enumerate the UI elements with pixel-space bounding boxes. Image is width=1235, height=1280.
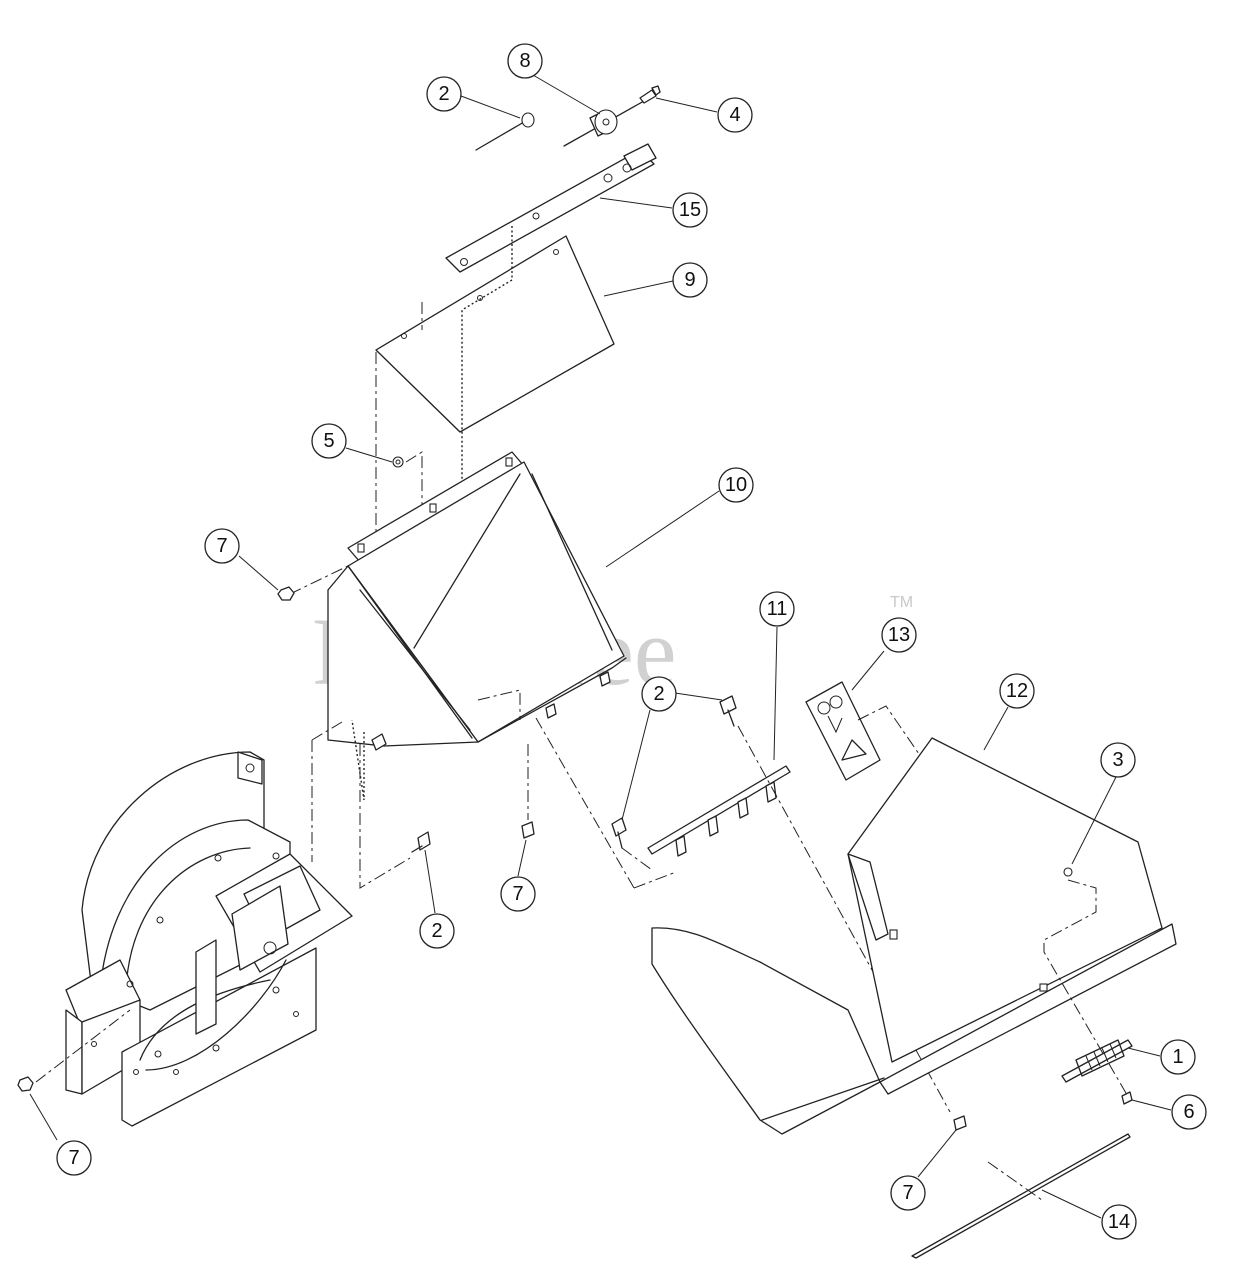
bolt-mid-part <box>411 831 431 853</box>
screw-3-part <box>1063 867 1073 877</box>
callout-7-lower-left: 7 <box>56 1140 92 1176</box>
top-screw-part <box>639 85 661 104</box>
svg-text:2: 2 <box>431 920 442 942</box>
nut-7-lower-left-part <box>17 1076 34 1092</box>
nut-7-lower-right-part <box>953 1115 967 1131</box>
nut-7-upper-part <box>277 586 295 601</box>
spring-pin-part <box>1061 1039 1133 1083</box>
svg-text:2: 2 <box>438 83 449 105</box>
fan-housing-part <box>65 751 353 1127</box>
svg-text:7: 7 <box>216 535 227 557</box>
deflector-plate-part <box>375 235 615 433</box>
svg-text:13: 13 <box>888 624 910 646</box>
svg-text:14: 14 <box>1108 1211 1130 1233</box>
svg-text:4: 4 <box>729 104 740 126</box>
callout-3: 3 <box>1100 742 1136 778</box>
flap-blade-part <box>911 1133 1131 1259</box>
callout-15: 15 <box>672 192 708 228</box>
svg-text:12: 12 <box>1006 680 1028 702</box>
callout-1: 1 <box>1160 1039 1196 1075</box>
svg-text:1: 1 <box>1172 1046 1183 1068</box>
nut-5-part <box>392 456 404 468</box>
callout-5: 5 <box>311 423 347 459</box>
bolt-right-a-part <box>611 817 627 849</box>
svg-text:10: 10 <box>725 474 747 496</box>
callout-12: 12 <box>999 673 1035 709</box>
svg-text:9: 9 <box>684 269 695 291</box>
callout-8: 8 <box>507 43 543 79</box>
svg-text:8: 8 <box>519 50 530 72</box>
svg-text:5: 5 <box>323 430 334 452</box>
callout-2-top: 2 <box>426 76 462 112</box>
stud-bar-part <box>647 765 791 857</box>
bolt-right-b-part <box>719 695 737 727</box>
callout-9: 9 <box>672 262 708 298</box>
svg-text:6: 6 <box>1183 1101 1194 1123</box>
callout-11: 11 <box>759 591 795 627</box>
svg-text:2: 2 <box>653 683 664 705</box>
svg-text:7: 7 <box>68 1147 79 1169</box>
warning-decal-part <box>805 681 881 781</box>
svg-text:11: 11 <box>767 598 788 620</box>
nut-6-part <box>1121 1091 1133 1105</box>
callout-2-right: 2 <box>641 676 677 712</box>
chute-body-part <box>651 737 1177 1135</box>
callout-7-lower-right: 7 <box>890 1175 926 1211</box>
callout-4: 4 <box>717 97 753 133</box>
callout-10: 10 <box>718 467 754 503</box>
callout-14: 14 <box>1101 1204 1137 1240</box>
callout-2-lower: 2 <box>419 913 455 949</box>
svg-text:7: 7 <box>512 883 523 905</box>
watermark-trademark: TM <box>890 594 913 611</box>
callout-7-upper: 7 <box>204 528 240 564</box>
callout-13: 13 <box>881 617 917 653</box>
chute-housing-part <box>327 451 627 751</box>
top-bolt-part <box>475 112 535 151</box>
deflector-rod-part <box>445 143 657 273</box>
svg-text:7: 7 <box>902 1182 913 1204</box>
svg-text:3: 3 <box>1112 749 1123 771</box>
callout-7-middle: 7 <box>500 876 536 912</box>
callout-6: 6 <box>1171 1094 1207 1130</box>
svg-text:15: 15 <box>679 199 701 221</box>
nut-7-middle-part <box>521 821 535 839</box>
